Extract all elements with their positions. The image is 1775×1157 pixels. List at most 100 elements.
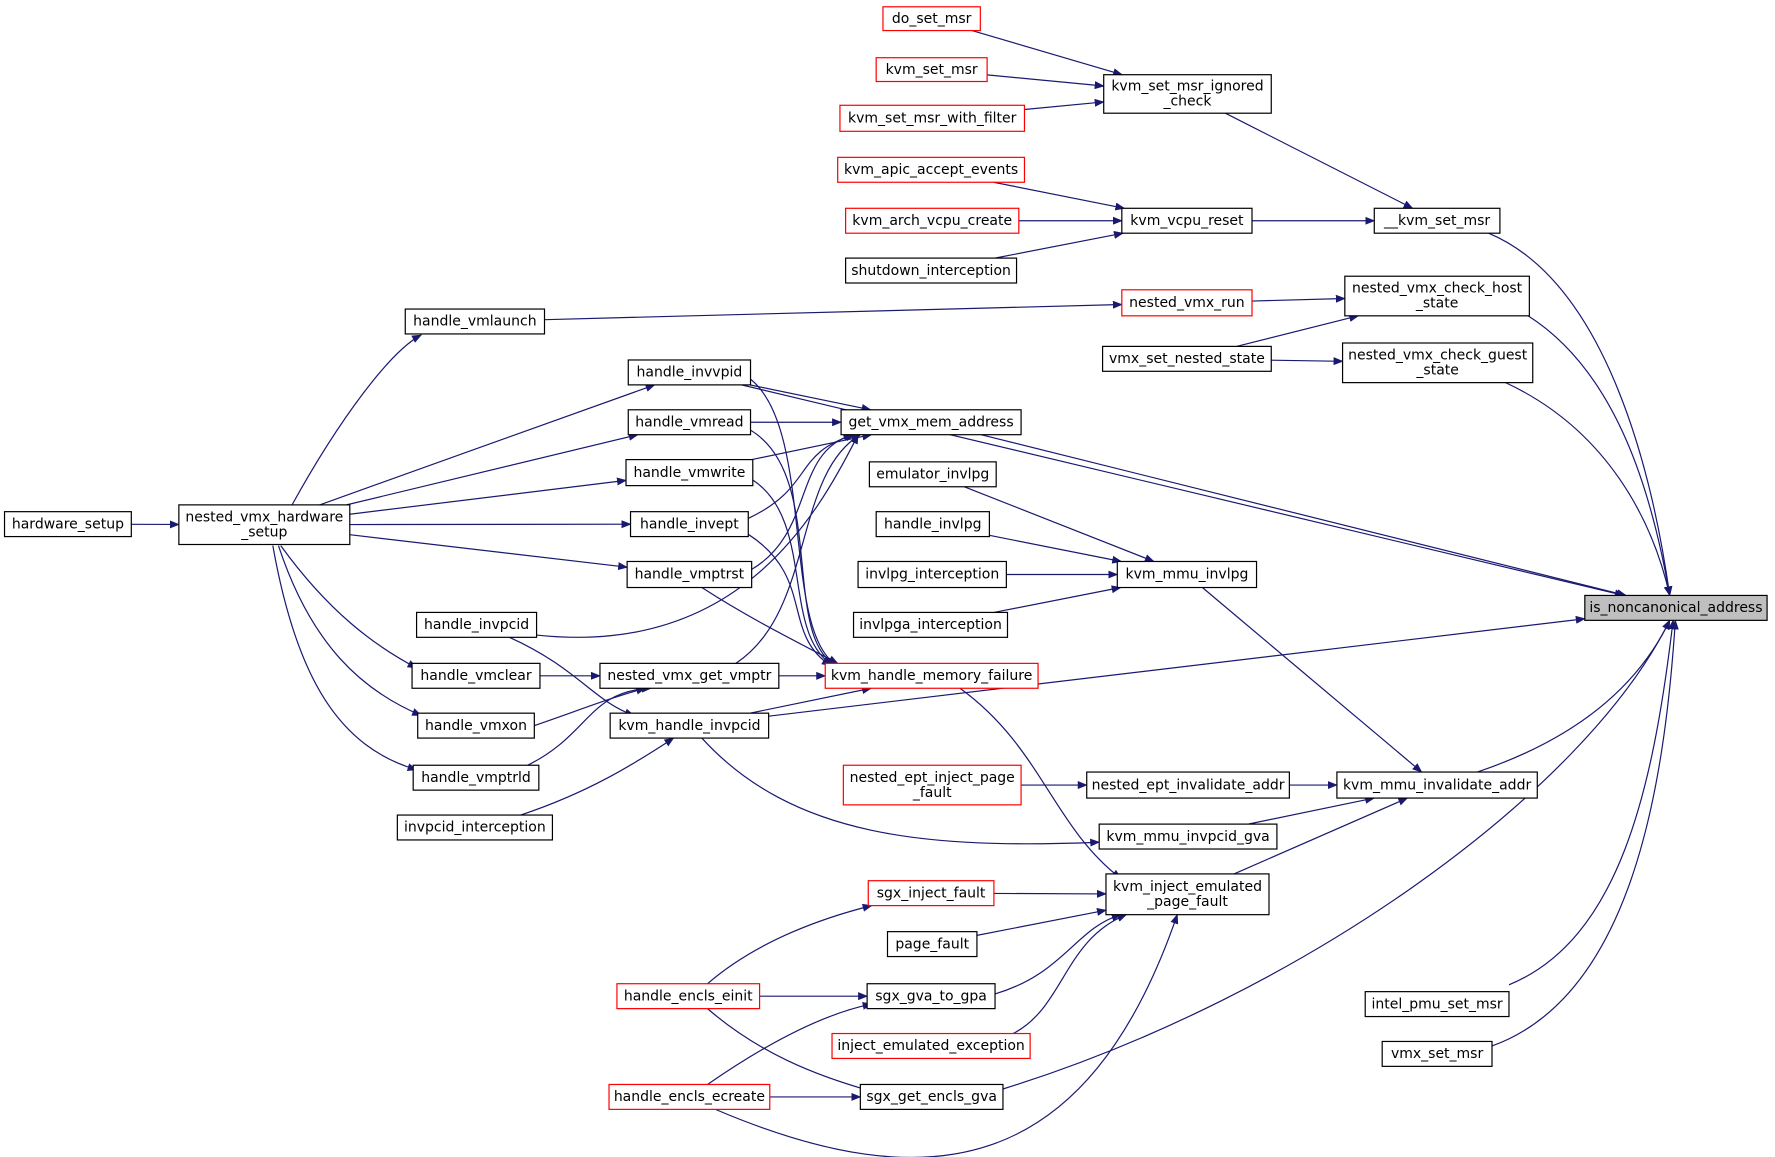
node-handle_invlpg[interactable]: handle_invlpg [875, 511, 990, 538]
node-box [866, 983, 996, 1010]
edge-get_vmx_mem_address-to-is_noncanonical_address [980, 434, 1627, 598]
node-is_noncanonical_address[interactable]: is_noncanonical_address [1584, 594, 1768, 621]
edge-vmx_set_nested_state-to-nested_vmx_check_guest_state [1271, 357, 1344, 366]
node-nested_ept_invalidate_addr[interactable]: nested_ept_invalidate_addr [1086, 771, 1290, 799]
node-label: kvm_vcpu_reset [1130, 213, 1244, 229]
node-invpcid_interception[interactable]: invpcid_interception [396, 814, 554, 841]
node-kvm_set_msr_with_filter[interactable]: kvm_set_msr_with_filter [839, 104, 1026, 132]
node-kvm_set_msr_ignored_check[interactable]: kvm_set_msr_ignored_check [1103, 74, 1272, 114]
node-box [840, 409, 1022, 436]
node-page_fault[interactable]: page_fault [886, 931, 978, 958]
node-box [412, 764, 540, 791]
node-kvm_apic_accept_events[interactable]: kvm_apic_accept_events [837, 156, 1026, 183]
node-label: invpcid_interception [404, 820, 546, 836]
node-handle_vmclear[interactable]: handle_vmclear [411, 662, 541, 689]
edge-kvm_handle_invpcid-to-is_noncanonical_address [768, 615, 1586, 717]
edge-handle_invept-to-get_vmx_mem_address [748, 433, 856, 520]
edge-handle_vmwrite-to-kvm_handle_memory_failure [752, 479, 835, 667]
node-label: invlpga_interception [859, 617, 1002, 633]
node-get_vmx_mem_address[interactable]: get_vmx_mem_address [840, 409, 1022, 436]
node-nested_ept_inject_page_fault[interactable]: nested_ept_inject_page_fault [842, 764, 1022, 806]
node-handle_vmlaunch[interactable]: handle_vmlaunch [404, 308, 546, 335]
node-kvm_vcpu_reset[interactable]: kvm_vcpu_reset [1121, 207, 1253, 234]
edge-page_fault-to-kvm_inject_emulated_page_fault [976, 907, 1107, 936]
node-kvm_arch_vcpu_create[interactable]: kvm_arch_vcpu_create [845, 207, 1020, 234]
edge-inject_emulated_exception-to-kvm_inject_emulated_page_fault [1012, 914, 1128, 1035]
node-kvm_mmu_invpcid_gva[interactable]: kvm_mmu_invpcid_gva [1098, 823, 1278, 850]
node-kvm_mmu_invlpg[interactable]: kvm_mmu_invlpg [1116, 560, 1258, 589]
edge-handle_vmxon-to-nested_vmx_get_vmptr [534, 686, 647, 727]
node-box [875, 511, 990, 538]
node-handle_vmwrite[interactable]: handle_vmwrite [625, 458, 754, 487]
node-kvm_handle_memory_failure[interactable]: kvm_handle_memory_failure [824, 662, 1039, 689]
node-shutdown_interception[interactable]: shutdown_interception [845, 257, 1018, 284]
node-vmx_set_nested_state[interactable]: vmx_set_nested_state [1101, 345, 1272, 372]
node-label: _state [1415, 363, 1458, 379]
edge-invlpga_interception-to-kvm_mmu_invlpg [993, 585, 1122, 614]
node-nested_vmx_hardware_setup[interactable]: nested_vmx_hardware_setup [178, 504, 351, 546]
edge-handle_vmlaunch-to-nested_vmx_run [544, 300, 1123, 321]
node-box [1584, 594, 1768, 621]
node-sgx_inject_fault[interactable]: sgx_inject_fault [867, 880, 995, 907]
node-box [824, 662, 1039, 689]
node-invlpg_interception[interactable]: invlpg_interception [857, 560, 1007, 589]
node-handle_encls_ecreate[interactable]: handle_encls_ecreate [608, 1083, 771, 1110]
node-emulator_invlpg[interactable]: emulator_invlpg [868, 461, 997, 488]
edge-kvm_handle_invpcid-to-kvm_handle_memory_failure [749, 686, 873, 714]
node-handle_encls_einit[interactable]: handle_encls_einit [616, 983, 761, 1010]
node-handle_invpcid[interactable]: handle_invpcid [415, 611, 538, 638]
node-label: handle_vmptrst [635, 567, 745, 583]
node-label: emulator_invlpg [876, 467, 989, 483]
node-handle_vmread[interactable]: handle_vmread [627, 409, 752, 436]
node-kvm_set_msr[interactable]: kvm_set_msr [875, 57, 988, 83]
node-box [1105, 873, 1270, 916]
node-box [857, 560, 1007, 589]
edge-nested_vmx_run-to-nested_vmx_check_host_state [1251, 294, 1346, 303]
node-label: nested_ept_invalidate_addr [1092, 777, 1285, 793]
node-kvm_mmu_invalidate_addr[interactable]: kvm_mmu_invalidate_addr [1336, 771, 1538, 799]
node-handle_vmptrld[interactable]: handle_vmptrld [412, 764, 540, 791]
edge-kvm_mmu_invalidate_addr-to-is_noncanonical_address [1477, 619, 1671, 773]
node-handle_vmptrst[interactable]: handle_vmptrst [626, 560, 753, 589]
edge-nested_vmx_hardware_setup-to-handle_invvpid [319, 384, 656, 506]
node-label: kvm_mmu_invalidate_addr [1343, 777, 1532, 793]
node-label: handle_vmclear [420, 668, 531, 684]
node-label: handle_encls_einit [624, 988, 753, 1004]
node-__kvm_set_msr[interactable]: __kvm_set_msr [1373, 207, 1501, 234]
node-label: hardware_setup [12, 516, 124, 532]
node-vmx_set_msr[interactable]: vmx_set_msr [1381, 1040, 1493, 1067]
node-label: sgx_gva_to_gpa [875, 988, 987, 1004]
node-nested_vmx_check_guest_state[interactable]: nested_vmx_check_guest_state [1341, 342, 1534, 384]
edge-handle_invpcid-to-kvm_handle_invpcid [509, 636, 635, 717]
node-label: handle_invvpid [637, 365, 743, 381]
node-box [396, 814, 554, 841]
node-box [842, 764, 1022, 806]
node-nested_vmx_check_host_state[interactable]: nested_vmx_check_host_state [1344, 275, 1530, 317]
node-handle_invept[interactable]: handle_invept [629, 511, 749, 538]
node-label: handle_vmlaunch [413, 314, 536, 330]
node-hardware_setup[interactable]: hardware_setup [3, 511, 132, 538]
node-sgx_get_encls_gva[interactable]: sgx_get_encls_gva [859, 1083, 1004, 1110]
node-box [616, 983, 761, 1010]
node-label: intel_pmu_set_msr [1371, 996, 1502, 1012]
node-label: kvm_handle_invpcid [618, 718, 760, 734]
edge-nested_vmx_hardware_setup-to-handle_vmptrld [272, 545, 418, 772]
node-label: handle_invpcid [424, 617, 529, 633]
node-inject_emulated_exception[interactable]: inject_emulated_exception [831, 1032, 1031, 1060]
node-invlpga_interception[interactable]: invlpga_interception [852, 611, 1009, 638]
node-label: _fault [912, 785, 952, 801]
node-label: _state [1415, 296, 1458, 312]
node-intel_pmu_set_msr[interactable]: intel_pmu_set_msr [1364, 991, 1510, 1018]
edge-sgx_get_encls_gva-to-is_noncanonical_address [1002, 619, 1671, 1090]
node-nested_vmx_run[interactable]: nested_vmx_run [1121, 289, 1253, 317]
node-label: handle_invlpg [884, 516, 981, 532]
node-nested_vmx_get_vmptr[interactable]: nested_vmx_get_vmptr [599, 662, 780, 689]
node-kvm_handle_invpcid[interactable]: kvm_handle_invpcid [609, 712, 770, 739]
node-do_set_msr[interactable]: do_set_msr [882, 6, 981, 32]
node-box [627, 359, 752, 386]
node-sgx_gva_to_gpa[interactable]: sgx_gva_to_gpa [866, 983, 996, 1010]
node-handle_vmxon[interactable]: handle_vmxon [417, 712, 535, 739]
node-handle_invvpid[interactable]: handle_invvpid [627, 359, 752, 386]
node-label: nested_vmx_get_vmptr [607, 668, 771, 684]
node-kvm_inject_emulated_page_fault[interactable]: kvm_inject_emulated_page_fault [1105, 873, 1270, 916]
